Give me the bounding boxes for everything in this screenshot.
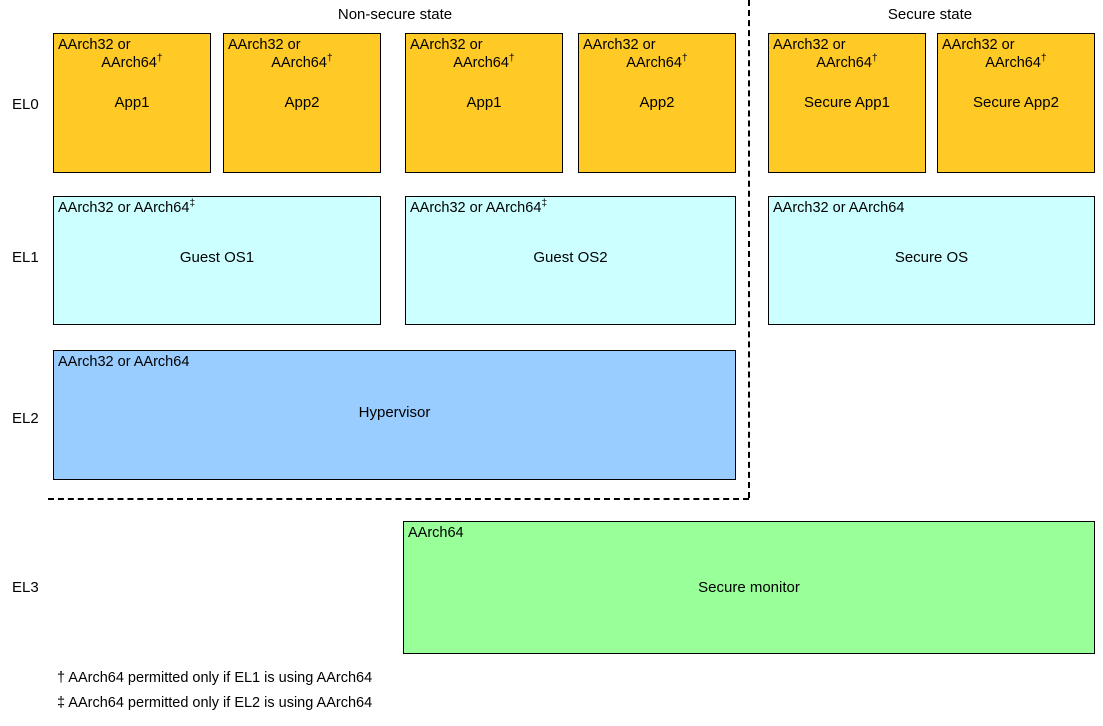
- secure-state-header: Secure state: [887, 6, 973, 23]
- arch-text: AArch64: [408, 525, 464, 541]
- el-label-el2: EL2: [12, 410, 39, 427]
- box-title: App2: [284, 94, 320, 111]
- el3-secure-monitor-box[interactable]: AArch64 Secure monitor: [403, 521, 1095, 654]
- el-label-el3: EL3: [12, 579, 39, 596]
- box-title: Hypervisor: [358, 404, 431, 421]
- el2-hypervisor-box[interactable]: AArch32 or AArch64 Hypervisor: [53, 350, 736, 480]
- arch-text: AArch32 or AArch64‡: [410, 198, 548, 216]
- arch-text: AArch32 or AArch64: [58, 354, 190, 370]
- el1-nonsecure-guest-os-box-2[interactable]: AArch32 or AArch64‡ Guest OS2: [405, 196, 736, 325]
- box-title: Secure App1: [804, 94, 890, 111]
- arch-text: AArch32 or AArch64‡: [58, 198, 196, 216]
- box-title: Secure App2: [973, 94, 1059, 111]
- nonsecure-state-header: Non-secure state: [337, 6, 453, 23]
- el-label-el0: EL0: [12, 96, 39, 113]
- el1-nonsecure-guest-os-box-1[interactable]: AArch32 or AArch64‡ Guest OS1: [53, 196, 381, 325]
- box-title: Secure OS: [894, 249, 969, 266]
- secure-state-divider-vertical: [748, 0, 750, 498]
- box-title: Guest OS1: [179, 249, 255, 266]
- box-title: Guest OS2: [533, 249, 608, 266]
- box-title: App1: [114, 94, 150, 111]
- box-title: App2: [639, 94, 675, 111]
- footnote-double-dagger: ‡ AArch64 permitted only if EL2 is using…: [57, 695, 373, 711]
- el-label-el1: EL1: [12, 249, 39, 266]
- box-title: Secure monitor: [698, 579, 800, 596]
- box-title: App1: [466, 94, 502, 111]
- el1-secure-os-box[interactable]: AArch32 or AArch64 Secure OS: [768, 196, 1095, 325]
- arch-text: AArch32 or AArch64: [773, 200, 905, 216]
- footnote-dagger: † AArch64 permitted only if EL1 is using…: [57, 670, 373, 686]
- secure-state-divider-horizontal: [48, 498, 749, 500]
